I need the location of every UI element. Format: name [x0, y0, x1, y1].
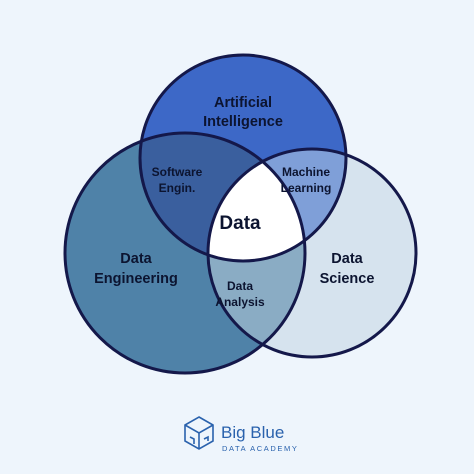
label-de-line1: Data: [120, 251, 152, 267]
cube-logo-icon: [184, 416, 214, 450]
outline-data-science: [206, 147, 418, 359]
label-software-line2: Engin.: [159, 181, 196, 195]
brand-tagline: DATA ACADEMY: [222, 444, 298, 453]
label-ai-line1: Artificial: [214, 95, 272, 111]
brand-name: Big Blue: [221, 423, 284, 442]
circle-outlines: [63, 53, 418, 375]
label-ds-line1: Data: [331, 251, 363, 267]
label-analysis-line1: Data: [227, 279, 253, 293]
label-analysis-line2: Analysis: [215, 295, 265, 309]
outline-data-engineering: [63, 131, 307, 375]
label-ai-line2: Intelligence: [203, 114, 283, 130]
intersection-data-center: [208, 149, 305, 261]
label-software-line1: Software: [152, 165, 203, 179]
label-ds-line2: Science: [320, 271, 375, 287]
label-data-center: Data: [219, 213, 261, 234]
outline-artificial-intelligence: [138, 53, 348, 263]
label-ml-line1: Machine: [282, 165, 330, 179]
label-de-line2: Engineering: [94, 271, 178, 287]
label-ml-line2: Learning: [281, 181, 332, 195]
